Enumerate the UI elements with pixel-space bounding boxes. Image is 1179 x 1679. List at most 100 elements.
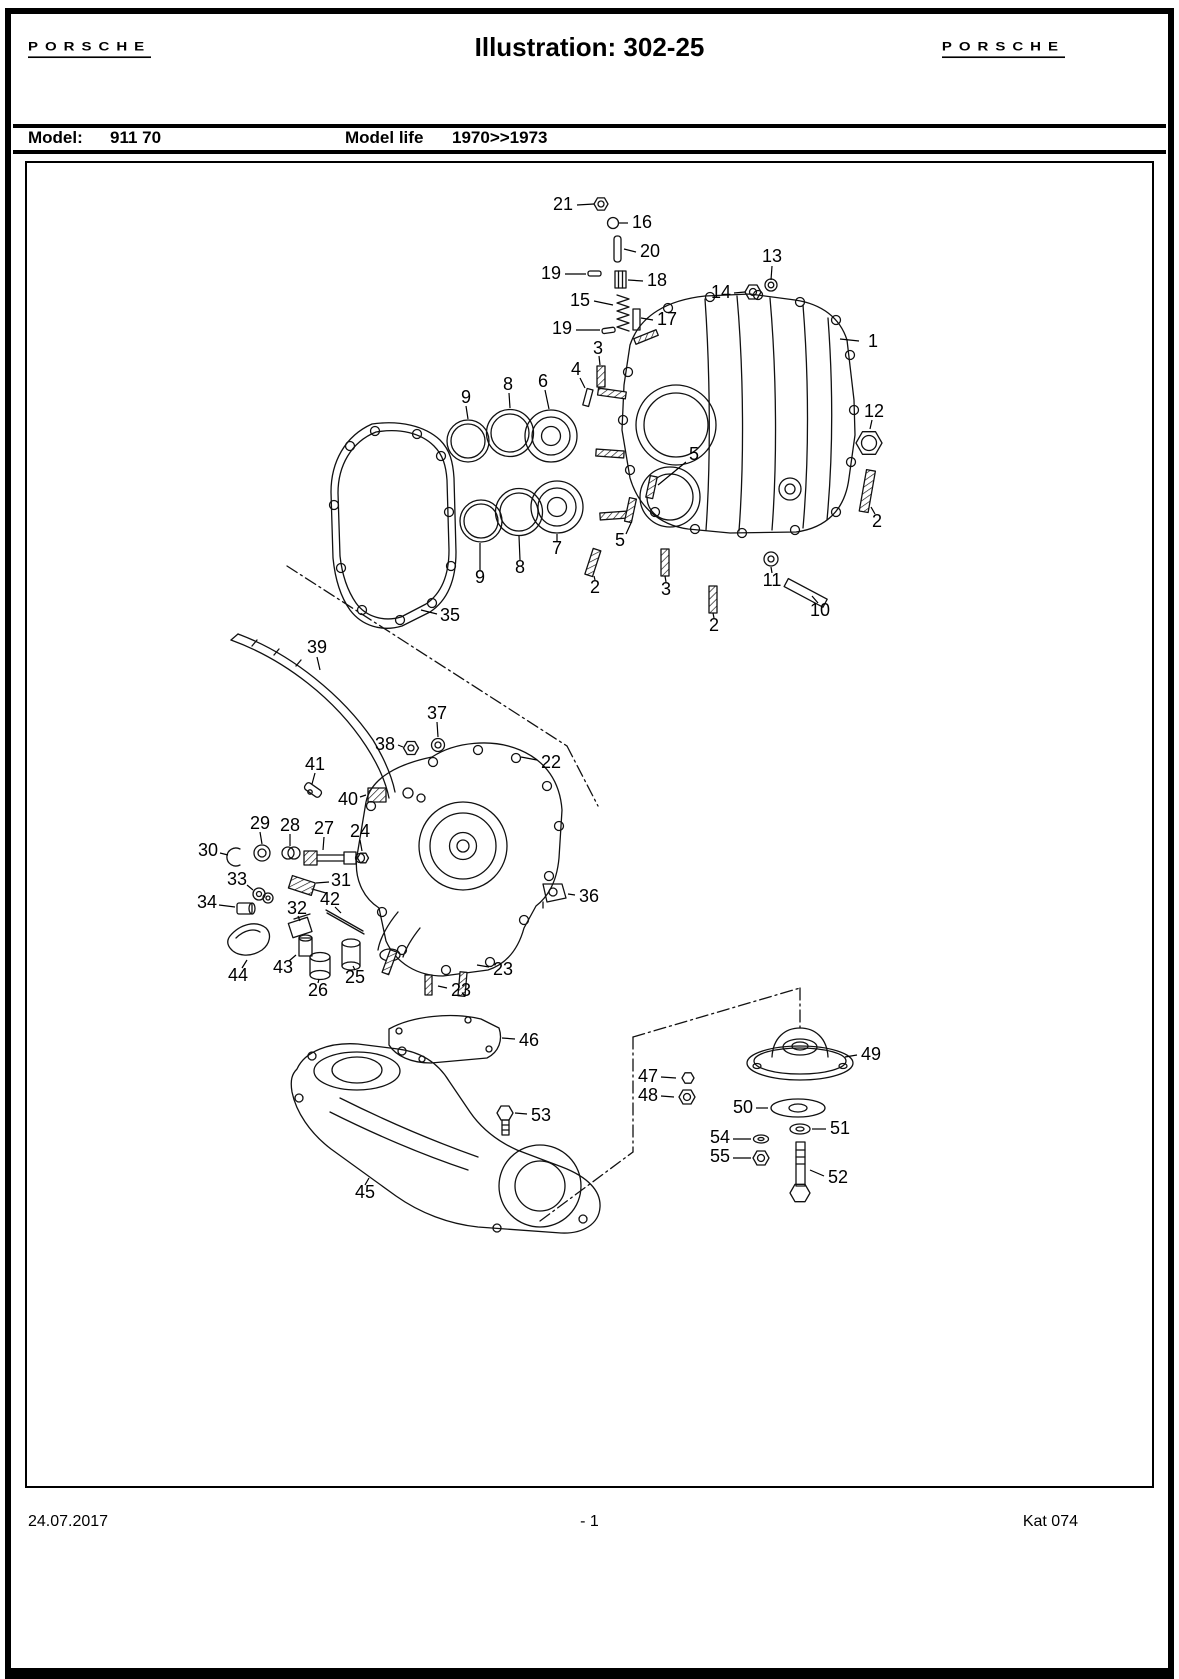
callout-leader-line — [514, 1112, 528, 1115]
part-callout-3: 3 — [661, 579, 671, 599]
part-callout-16: 16 — [632, 212, 652, 232]
callout-leader-line — [623, 248, 637, 253]
part-callout-53: 53 — [531, 1105, 551, 1125]
part-callout-18: 18 — [647, 270, 667, 290]
callout-leader-line — [359, 794, 367, 798]
callout-leader-line — [297, 915, 301, 922]
callout-leader-line — [657, 461, 687, 486]
part-callout-23: 23 — [451, 980, 471, 1000]
part-callout-50: 50 — [733, 1097, 753, 1117]
cover-plate — [388, 1014, 514, 1136]
model-life-value: 1970>>1973 — [452, 128, 548, 147]
part-callout-49: 49 — [861, 1044, 881, 1064]
diagram-frame — [25, 161, 1154, 1488]
callout-leader-line — [420, 609, 438, 615]
header-rule-top — [13, 124, 1166, 128]
part-callout-24: 24 — [350, 821, 370, 841]
callout-leader-line — [436, 721, 439, 738]
part-callout-34: 34 — [197, 892, 217, 912]
callout-leader-line — [359, 839, 363, 852]
part-callout-5: 5 — [689, 444, 699, 464]
part-callout-45: 45 — [355, 1182, 375, 1202]
part-callout-47: 47 — [638, 1066, 658, 1086]
page-border-frame — [5, 8, 1174, 1679]
callout-leader-line — [640, 317, 654, 321]
callout-leader-line — [364, 1177, 370, 1186]
callout-leader-line — [598, 355, 601, 366]
model-bar: Model: 911 70 Model life 1970>>1973 — [13, 127, 1166, 149]
callout-leader-line — [811, 595, 819, 604]
part-callout-15: 15 — [570, 290, 590, 310]
part-callout-55: 55 — [710, 1146, 730, 1166]
header-rule-bottom — [13, 150, 1166, 154]
callout-leader-line — [437, 985, 448, 989]
callout-leader-line — [839, 338, 860, 342]
footer-page-number: - 1 — [580, 1513, 599, 1530]
callout-leader-line — [219, 852, 229, 856]
part-callout-26: 26 — [308, 980, 328, 1000]
part-callout-36: 36 — [579, 886, 599, 906]
callout-leader-line — [315, 881, 330, 884]
callout-leader-line — [733, 291, 746, 294]
part-callout-8: 8 — [515, 557, 525, 577]
transmission-mount — [678, 1027, 854, 1203]
part-callout-7: 7 — [552, 538, 562, 558]
porsche-logo-right: PORSCHE — [941, 40, 1065, 59]
part-callout-6: 6 — [538, 371, 548, 391]
part-callout-3: 3 — [593, 338, 603, 358]
part-callout-10: 10 — [810, 600, 830, 620]
part-callout-42: 42 — [320, 889, 340, 909]
callout-leader-line — [518, 535, 521, 561]
part-callout-23: 23 — [493, 959, 513, 979]
model-label: Model: — [28, 128, 83, 147]
part-callout-22: 22 — [541, 752, 561, 772]
callout-leader-line — [627, 279, 644, 282]
housing-hardware — [582, 197, 883, 614]
part-callout-29: 29 — [250, 813, 270, 833]
callout-leader-line — [712, 612, 715, 619]
gasket — [328, 422, 457, 629]
model-life-label: Model life — [345, 128, 424, 147]
footer-catalog-ref: Kat 074 — [1022, 1513, 1078, 1530]
illustration-title: Illustration: 302-25 — [474, 32, 705, 62]
part-callout-43: 43 — [273, 957, 293, 977]
part-callout-5: 5 — [615, 530, 625, 550]
callout-leader-line — [770, 566, 773, 574]
callout-leader-line — [288, 954, 297, 962]
part-callout-9: 9 — [461, 387, 471, 407]
part-callout-27: 27 — [314, 818, 334, 838]
speedo-drive-parts — [226, 844, 567, 981]
part-callout-28: 28 — [280, 815, 300, 835]
ground-strap — [230, 633, 426, 803]
callout-leader-line — [246, 884, 254, 891]
part-callout-2: 2 — [872, 511, 882, 531]
callout-leader-line — [476, 964, 490, 968]
callout-leader-line — [508, 392, 511, 409]
transmission-housing — [595, 289, 860, 539]
part-callout-20: 20 — [640, 241, 660, 261]
part-callout-25: 25 — [345, 967, 365, 987]
part-callout-14: 14 — [711, 282, 731, 302]
callout-leader-line — [352, 965, 356, 971]
callout-leader-line — [241, 959, 248, 969]
part-callout-17: 17 — [657, 309, 677, 329]
part-callout-31: 31 — [331, 870, 351, 890]
part-callout-9: 9 — [475, 567, 485, 587]
callout-leader-line — [334, 906, 342, 914]
crossmember — [290, 1043, 601, 1234]
part-callout-30: 30 — [198, 840, 218, 860]
part-callout-12: 12 — [864, 401, 884, 421]
callout-leader-line — [544, 389, 550, 410]
part-callout-44: 44 — [228, 965, 248, 985]
part-callout-8: 8 — [503, 374, 513, 394]
callout-leader-line — [869, 419, 873, 430]
part-callout-39: 39 — [307, 637, 327, 657]
callout-leader-line — [625, 522, 632, 535]
part-callout-40: 40 — [338, 789, 358, 809]
part-callout-19: 19 — [552, 318, 572, 338]
callout-leader-line — [317, 978, 320, 984]
callout-leader-line — [218, 904, 236, 908]
part-callout-35: 35 — [440, 605, 460, 625]
part-callout-37: 37 — [427, 703, 447, 723]
